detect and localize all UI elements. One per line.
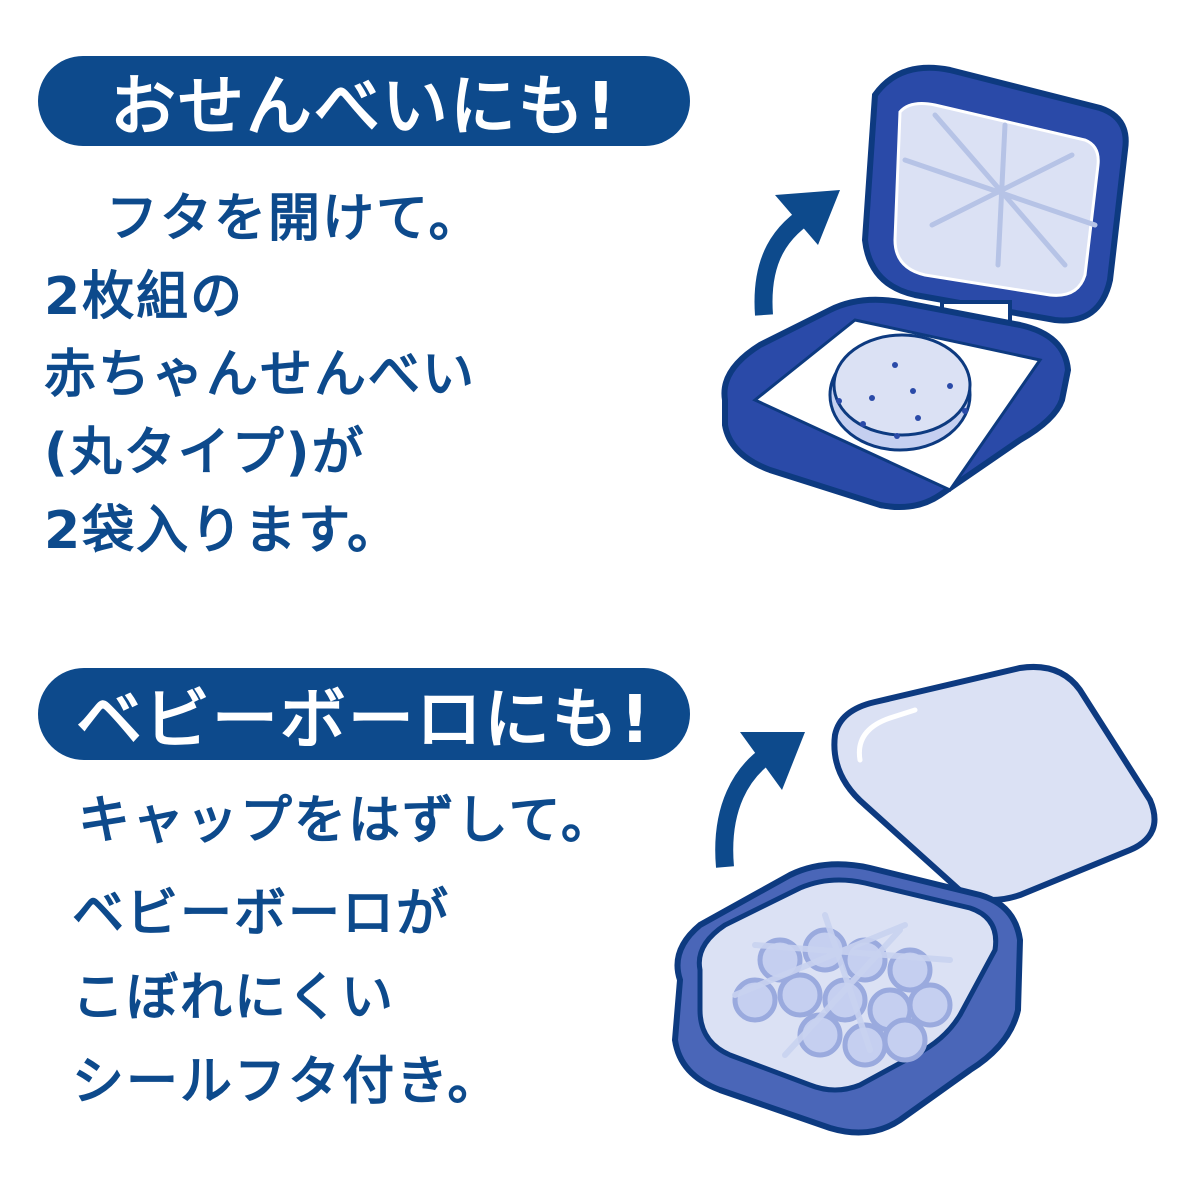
open-lid-icon	[861, 64, 1129, 324]
description-line: (丸タイプ)が	[44, 423, 366, 483]
description-line: こぼれにくい	[72, 968, 395, 1028]
heading-baby-boro-text: ベビーボーロにも!	[75, 681, 653, 758]
heading-senbei-text: おせんべいにも!	[109, 68, 619, 145]
description-line: 赤ちゃんせんべい	[44, 345, 477, 405]
removed-cap-icon	[831, 664, 1158, 903]
description-line: ベビーボーロが	[72, 884, 451, 944]
description-senbei: 2枚組の 赤ちゃんせんべい (丸タイプ)が 2袋入ります。	[44, 258, 476, 570]
case-base-icon	[671, 861, 1024, 1136]
case-base-icon	[721, 296, 1072, 510]
description-baby-boro: ベビーボーロが こぼれにくい シールフタ付き。	[72, 872, 501, 1124]
instruction-remove-cap: キャップをはずして。	[78, 791, 615, 851]
instruction-open-lid: フタを開けて。	[106, 189, 483, 249]
open-case-illustration	[721, 64, 1129, 510]
description-line: 2袋入ります。	[44, 501, 401, 561]
curved-arrow-icon	[754, 190, 840, 316]
curved-arrow-icon	[715, 732, 805, 868]
heading-senbei: おせんべいにも!	[38, 56, 690, 146]
description-line: シールフタ付き。	[72, 1052, 502, 1112]
heading-baby-boro: ベビーボーロにも!	[38, 668, 690, 760]
description-line: 2枚組の	[44, 267, 245, 327]
cap-removed-illustration	[671, 664, 1158, 1136]
